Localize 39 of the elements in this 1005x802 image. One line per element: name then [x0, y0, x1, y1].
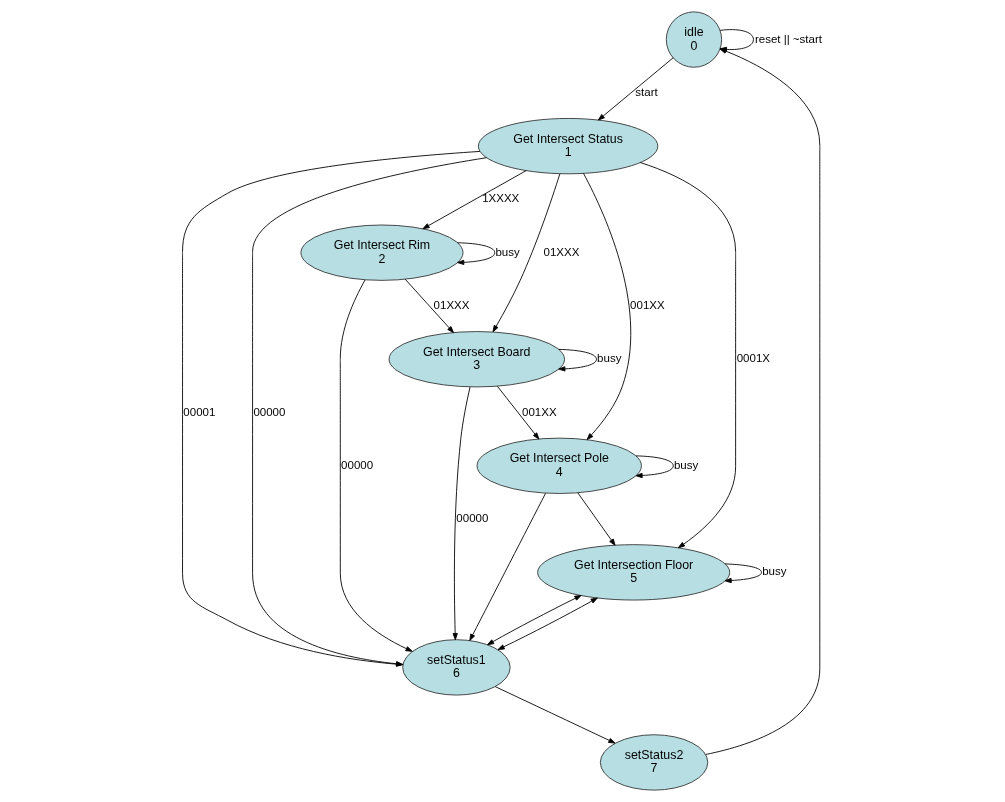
arrow: [639, 162, 736, 549]
arrow: [576, 492, 615, 546]
arrow: [635, 455, 674, 479]
edge-label: 00000: [252, 405, 285, 418]
edge-label: busy: [761, 565, 786, 578]
arrow: [582, 173, 631, 441]
edge-label: 001XX: [521, 405, 557, 418]
edge-label: busy: [596, 352, 621, 365]
node-ellipse: setStatus2 7: [599, 734, 708, 791]
edge-label: reset || ~start: [754, 32, 822, 45]
edge-label: start: [634, 85, 658, 98]
arrow: [494, 686, 615, 744]
edge-label: 01XXX: [543, 245, 579, 258]
edge-label: 0001X: [736, 352, 770, 365]
edge-label: busy: [494, 245, 520, 258]
edge-label: 00000: [455, 512, 488, 525]
arrow: [496, 385, 539, 440]
node-circle: idle 0: [665, 11, 722, 68]
node-ellipse: Get Intersect Status 1: [477, 118, 658, 175]
edge-label: 00000: [340, 458, 373, 471]
arrow: [251, 157, 487, 667]
edge-label: 001XX: [629, 298, 665, 311]
arrow: [557, 348, 597, 372]
arrow: [597, 57, 674, 121]
arrow: [181, 150, 480, 667]
arrow: [724, 563, 762, 584]
arrow: [468, 492, 546, 641]
arrow: [492, 173, 560, 333]
arrow: [339, 279, 413, 652]
arrow: [452, 386, 470, 641]
arrow: [486, 595, 582, 646]
edge-label: 1XXXX: [481, 192, 519, 205]
edge-label: 01XXX: [433, 298, 469, 311]
arrow: [404, 278, 454, 334]
edge-label: 00001: [182, 405, 215, 418]
edge-label: busy: [673, 458, 698, 471]
arrow: [422, 170, 527, 230]
arrow: [497, 597, 598, 651]
arrow: [456, 242, 495, 265]
